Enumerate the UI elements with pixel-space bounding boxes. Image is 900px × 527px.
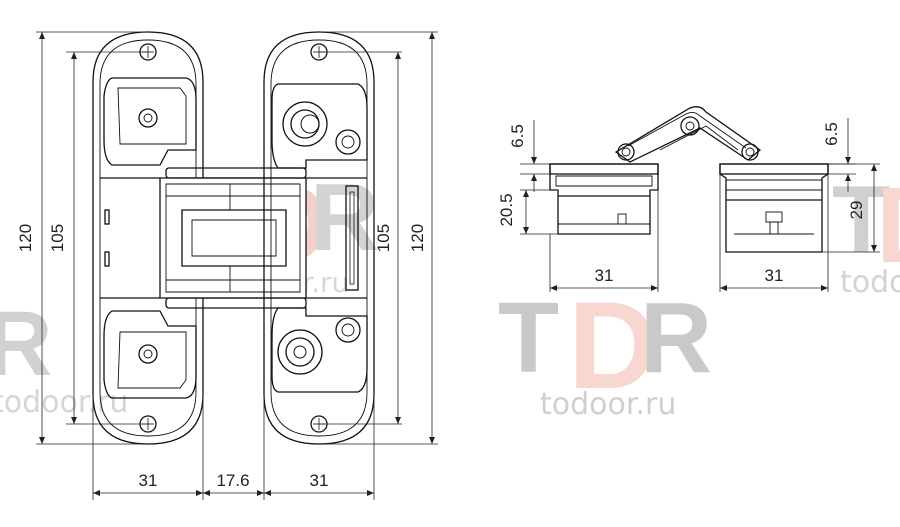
dim-right-offset: 6.5	[822, 122, 841, 146]
dim-overall-height: 120	[16, 224, 35, 252]
watermark-letter-r: R	[0, 293, 52, 395]
watermark-letter-r: R	[310, 164, 379, 271]
watermark-letter-t: T	[832, 166, 891, 273]
watermark-right: T D todoor.ru	[832, 164, 900, 300]
dim-inner-height-left: 105	[48, 224, 67, 252]
dim-inner-height-right: 105	[374, 224, 393, 252]
front-dimensions	[36, 31, 438, 500]
watermark-center: T D R todoor.ru	[498, 277, 712, 422]
dim-left-width: 31	[595, 266, 614, 285]
dim-overall-height-right: 120	[408, 224, 427, 252]
side-dimensions	[520, 118, 880, 292]
dim-gap-width: 17.6	[216, 471, 249, 490]
dim-right-width: 31	[765, 266, 784, 285]
side-view-linkage-arm	[614, 106, 762, 163]
front-dimension-labels: 120 105 105 120 31 17.6 31	[16, 224, 427, 490]
dim-left-height: 20.5	[497, 193, 516, 226]
dim-right-body-width: 31	[310, 471, 329, 490]
watermark-letter-d: D	[568, 277, 658, 415]
dim-left-offset: 6.5	[508, 124, 527, 148]
side-view-right-block	[719, 163, 829, 253]
watermark-site: todoor.ru	[0, 385, 128, 420]
watermark-site: todoor.ru	[540, 387, 676, 422]
watermark-site: todoor.ru	[840, 265, 900, 300]
hinge-center-linkage	[159, 167, 307, 309]
side-view-left-block	[549, 163, 659, 235]
dim-right-height: 29	[847, 201, 866, 220]
watermark-letter-d: D	[876, 164, 900, 285]
watermark-letter-r: R	[640, 282, 712, 394]
side-dimension-labels: 6.5 20.5 31 6.5 29 31	[497, 122, 866, 285]
watermark-letter-t: T	[498, 282, 559, 394]
dim-left-body-width: 31	[139, 471, 158, 490]
watermark-left: R todoor.ru	[0, 293, 128, 420]
